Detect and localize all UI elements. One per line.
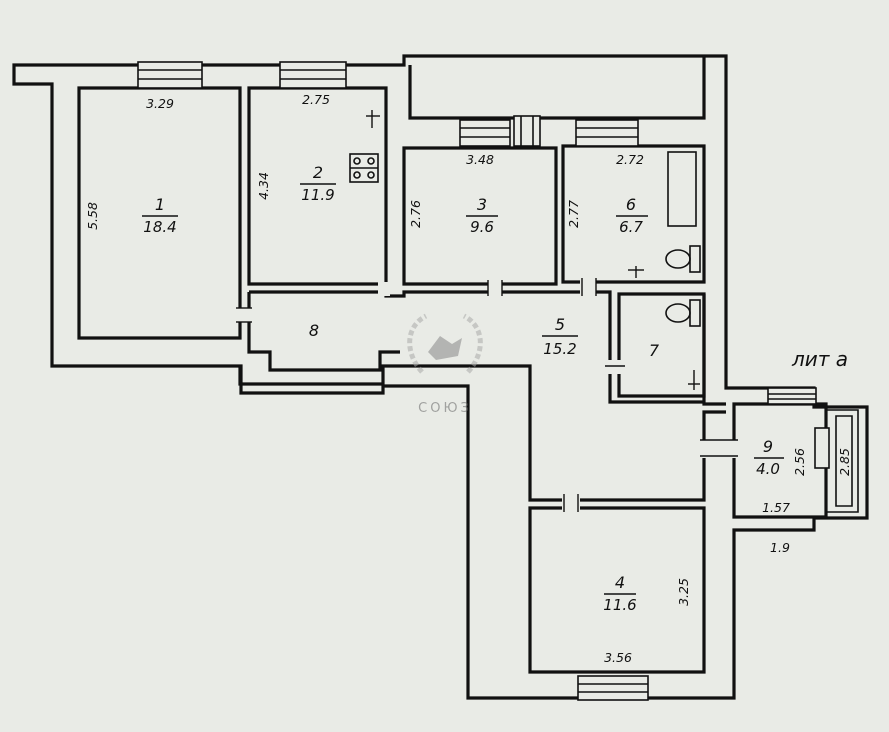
inner-wall-top-block <box>408 56 706 120</box>
room-6-label: 6 6.7 <box>616 195 648 236</box>
balcony <box>826 409 859 513</box>
inner-wall-room-3 <box>402 146 558 286</box>
room-9-number: 9 <box>763 437 773 456</box>
inner-wall-room-4 <box>528 506 706 674</box>
dim-room-6-length: 2.77 <box>566 200 581 228</box>
room-3-number: 3 <box>477 195 487 214</box>
inner-wall-room-7 <box>617 292 706 398</box>
door-gaps <box>236 110 738 512</box>
watermark-text: СОЮЗ <box>418 401 472 416</box>
inner-wall-room-8 <box>247 292 400 372</box>
dim-room-2-width: 2.75 <box>302 92 330 107</box>
watermark-logo: СОЮЗ <box>407 313 483 416</box>
room-1-area: 18.4 <box>143 218 176 236</box>
outer-wall <box>12 54 869 700</box>
room-5-area: 15.2 <box>543 340 576 358</box>
room-4-label: 4 11.6 <box>603 573 636 614</box>
room-3-area: 9.6 <box>470 218 494 236</box>
room-2-number: 2 <box>313 163 323 182</box>
room-6-number: 6 <box>626 195 636 214</box>
dim-room-3-width: 3.48 <box>466 152 494 167</box>
stove-icon <box>349 153 379 183</box>
dim-room-6-width: 2.72 <box>616 152 644 167</box>
dim-room-9-length: 2.56 <box>792 448 807 476</box>
dim-room-1-width: 3.29 <box>146 96 174 111</box>
dim-room-2-length: 4.34 <box>256 172 271 200</box>
toilet-icon <box>665 245 701 273</box>
dim-room-4-length: 3.25 <box>676 578 691 606</box>
room-4-area: 11.6 <box>603 596 636 614</box>
room-1-label: 1 18.4 <box>142 195 178 236</box>
room-8-number: 8 <box>309 321 319 340</box>
room-2-area: 11.9 <box>301 186 334 204</box>
dim-balcony-length: 2.85 <box>837 448 852 476</box>
dim-ext-width: 1.9 <box>770 540 790 555</box>
sink-icon <box>665 299 701 327</box>
dim-room-3-length: 2.76 <box>408 200 423 228</box>
liter-label: лит а <box>791 347 848 371</box>
windows <box>137 61 830 701</box>
dim-room-4-width: 3.56 <box>604 650 632 665</box>
room-5-label: 5 15.2 <box>542 315 578 358</box>
inner-wall-hall-lower <box>238 364 726 502</box>
bathtub-icon <box>667 151 697 227</box>
room-5-number: 5 <box>555 315 565 334</box>
dim-room-1-length: 5.58 <box>85 202 100 230</box>
room-9-label: 9 4.0 <box>754 437 784 478</box>
room-6-area: 6.7 <box>619 218 643 236</box>
room-7-number: 7 <box>649 341 660 360</box>
dim-room-9-width: 1.57 <box>762 500 790 515</box>
room-3-label: 3 9.6 <box>466 195 498 236</box>
room-1-number: 1 <box>155 195 165 214</box>
room-4-number: 4 <box>615 573 625 592</box>
inner-wall-room-6 <box>561 144 706 284</box>
room-9-area: 4.0 <box>756 460 780 478</box>
room-2-label: 2 11.9 <box>300 163 336 204</box>
